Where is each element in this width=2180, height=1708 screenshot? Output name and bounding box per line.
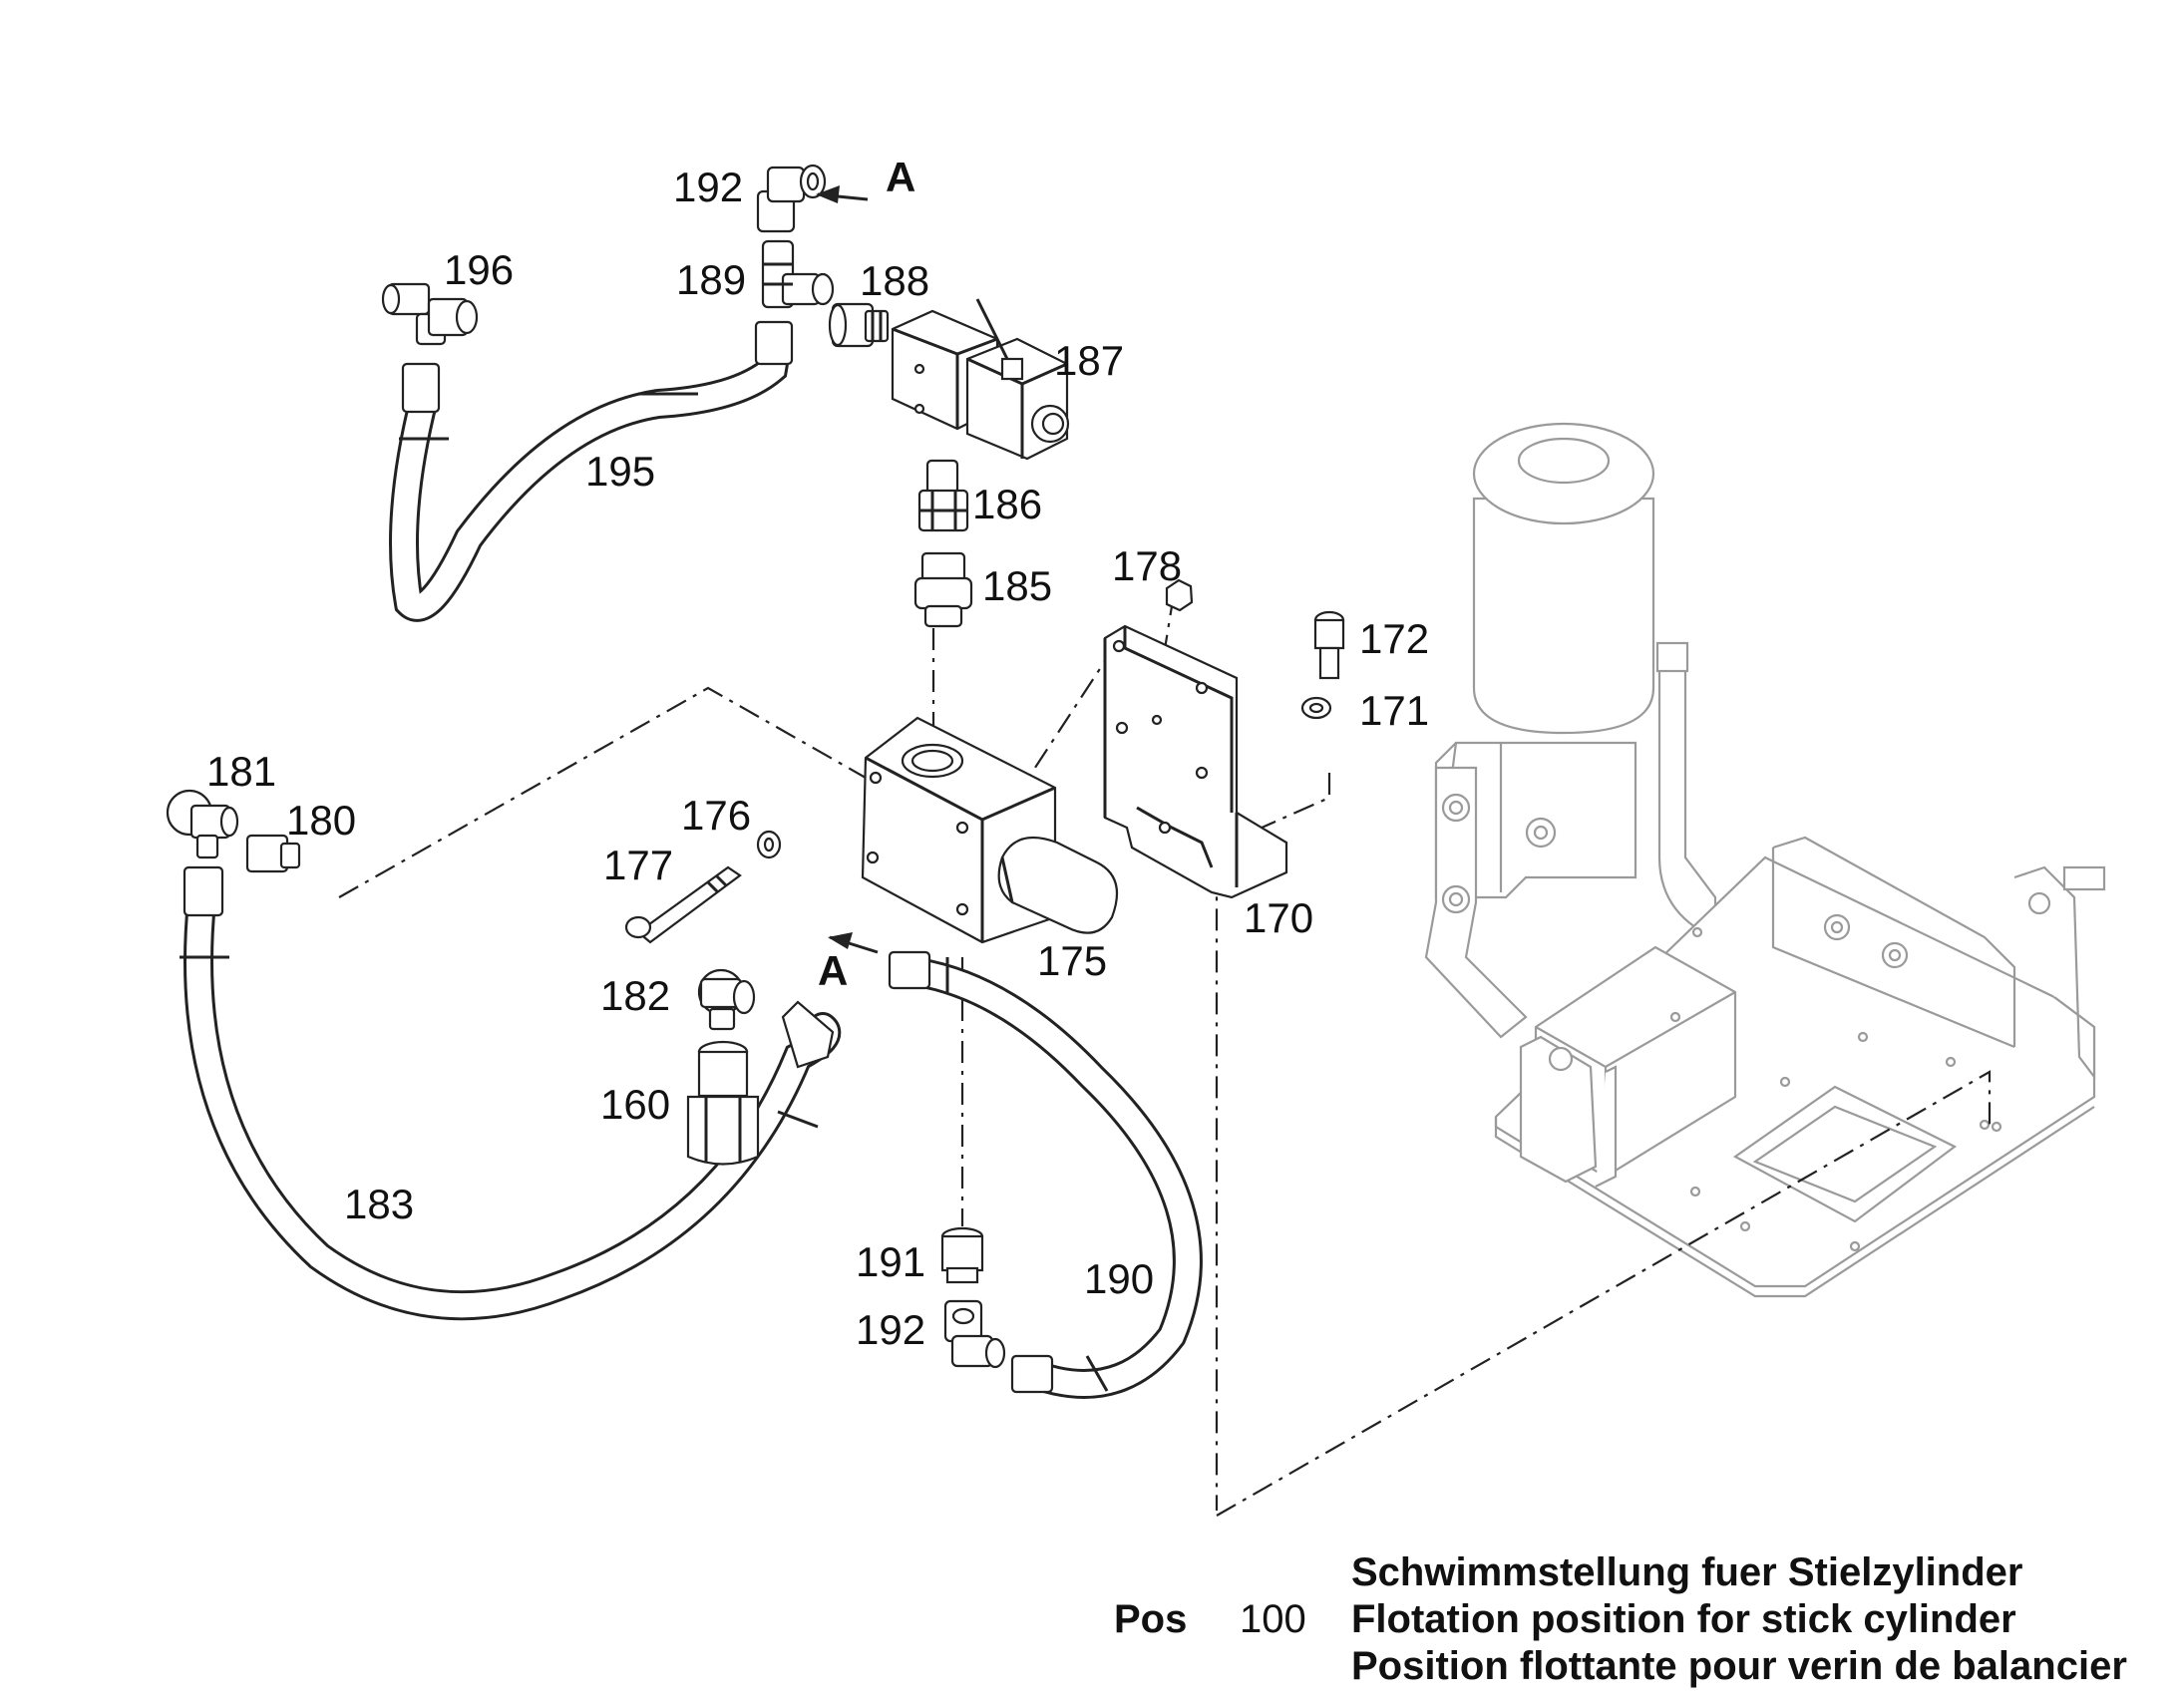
part-label-192-top: 192	[673, 164, 743, 210]
part-label-182: 182	[600, 972, 670, 1019]
part-label-188: 188	[860, 257, 929, 304]
part-label-189: 189	[676, 256, 746, 303]
adapter-188	[828, 302, 890, 348]
valve-block-175	[861, 716, 1119, 944]
part-label-192-bottom: 192	[856, 1306, 925, 1353]
fitting-186	[917, 459, 969, 532]
washer-176	[756, 830, 782, 859]
caption-line-english: Flotation position for stick cylinder	[1351, 1597, 2016, 1641]
elbow-182	[697, 968, 756, 1031]
part-label-172: 172	[1359, 615, 1429, 662]
part-label-175: 175	[1037, 937, 1107, 984]
view-marker-a: A	[886, 154, 915, 200]
hose-195	[389, 320, 794, 622]
part-label-187: 187	[1054, 337, 1124, 384]
part-label-195: 195	[585, 448, 655, 495]
part-label-177: 177	[603, 842, 673, 888]
elbow-fitting-192-top	[756, 164, 827, 233]
caption-block: Schwimmstellung fuer Stielzylinder Pos 1…	[1114, 1550, 2127, 1688]
bolt-172	[1313, 610, 1345, 680]
part-label-170: 170	[1244, 894, 1313, 941]
tee-fitting-189	[761, 239, 835, 309]
machine-frame-drawing	[1424, 422, 2106, 1298]
caption-line-german: Schwimmstellung fuer Stielzylinder	[1351, 1550, 2022, 1594]
elbow-fitting-192-bottom	[943, 1299, 1006, 1369]
mounting-bracket-170	[1103, 624, 1288, 899]
part-labels: 192 196 189 188 187 195 186 185 178 172 …	[206, 164, 1429, 1353]
coupling-160	[686, 1040, 760, 1166]
view-arrow-a-bottom: A	[818, 932, 879, 994]
washer-171	[1300, 696, 1332, 720]
view-marker-a: A	[818, 947, 848, 994]
pos-label: Pos	[1114, 1597, 1187, 1641]
part-label-171: 171	[1359, 687, 1429, 734]
fitting-191	[940, 1226, 984, 1284]
part-label-190: 190	[1084, 1255, 1154, 1302]
part-label-178: 178	[1112, 542, 1182, 589]
hose-183	[180, 865, 841, 1321]
solenoid-valve-187	[891, 298, 1070, 461]
caption-line-french: Position flottante pour verin de balanci…	[1351, 1644, 2127, 1688]
pos-number: 100	[1240, 1597, 1306, 1641]
part-label-176: 176	[681, 792, 751, 839]
part-label-186: 186	[972, 481, 1042, 527]
part-label-196: 196	[444, 246, 514, 293]
elbow-181	[166, 789, 239, 859]
fitting-180	[245, 834, 301, 873]
nut-178	[1165, 578, 1194, 612]
part-label-160: 160	[600, 1081, 670, 1128]
tee-fitting-196	[381, 282, 479, 346]
part-label-191: 191	[856, 1238, 925, 1285]
part-label-180: 180	[286, 797, 356, 844]
part-label-185: 185	[982, 562, 1052, 609]
bolt-177	[624, 865, 742, 944]
fitting-185	[913, 551, 973, 628]
view-arrow-a-top: A	[816, 154, 915, 203]
part-label-183: 183	[344, 1181, 414, 1227]
hose-190	[888, 950, 1203, 1399]
part-label-181: 181	[206, 748, 276, 795]
